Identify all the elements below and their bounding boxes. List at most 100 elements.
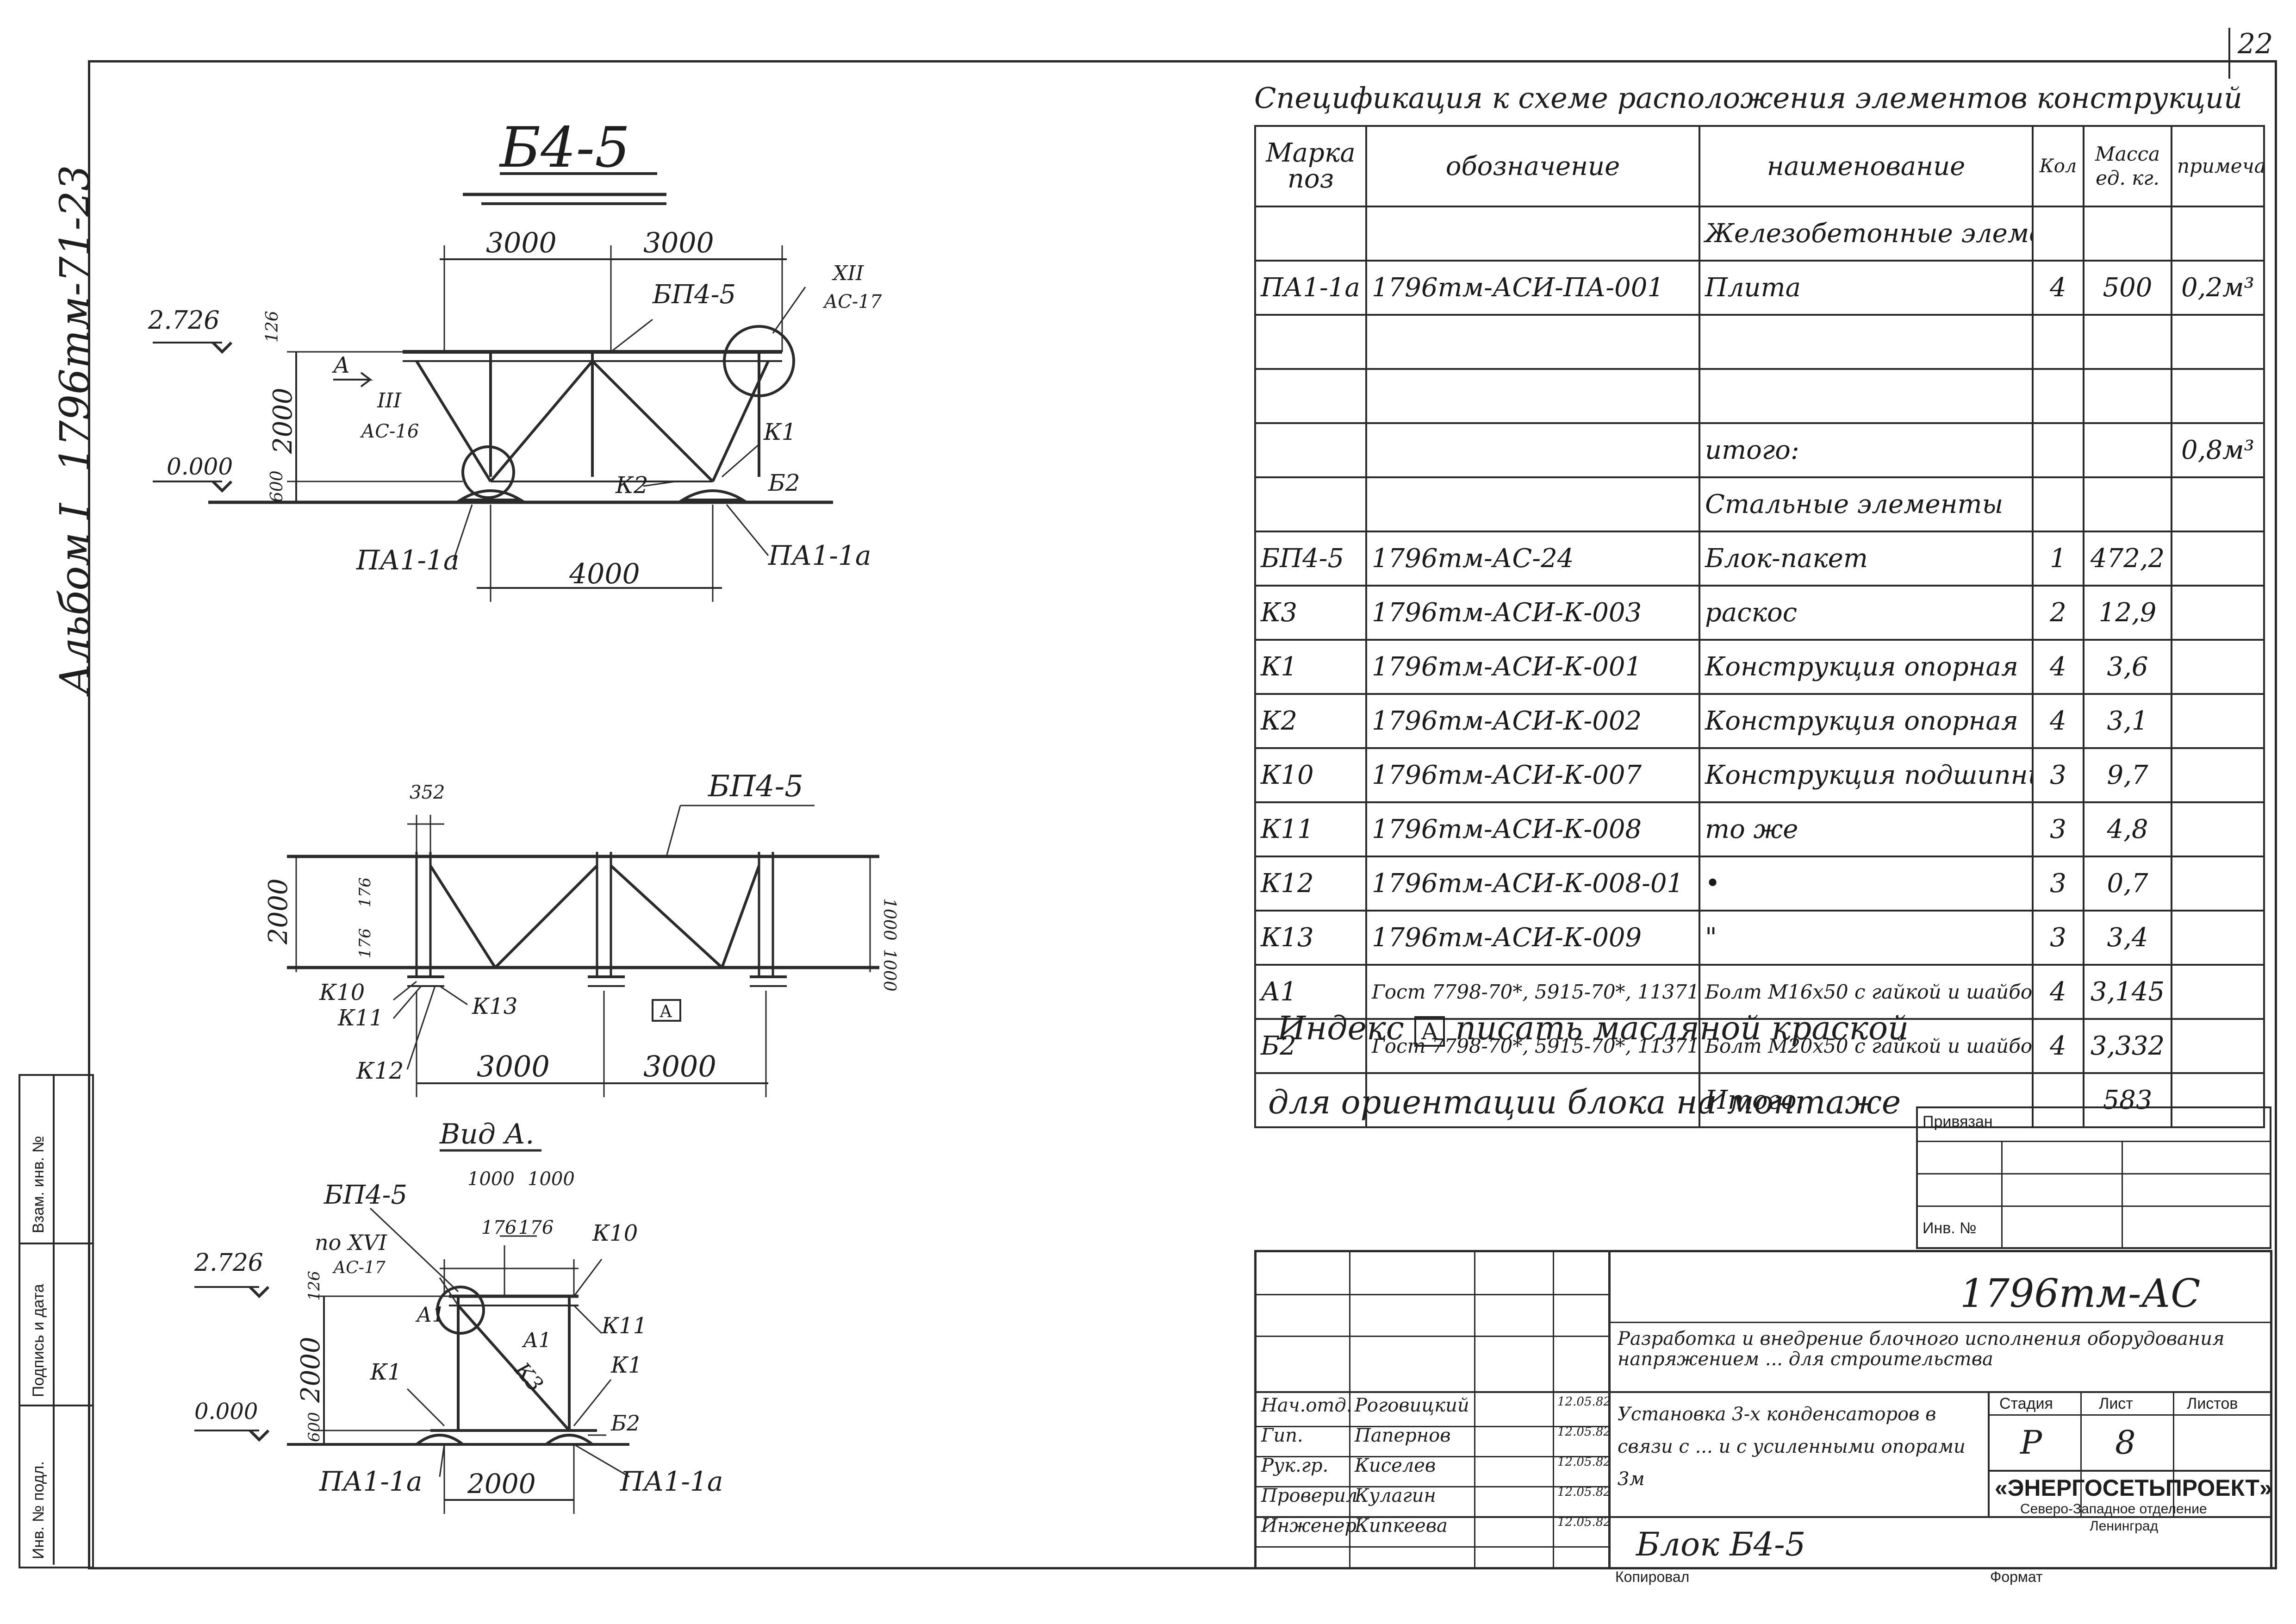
spec-cell-name: Блок-пакет: [1699, 531, 2034, 587]
tb-h-row-3: [1257, 1391, 2270, 1393]
elev-top: 2.726: [148, 306, 220, 335]
doc-code: 1796тм-АС: [1960, 1271, 2201, 1316]
spec-cell-qty: [2032, 476, 2084, 532]
spec-cell-qty: [2032, 368, 2084, 424]
spec-cell-note: [2171, 1018, 2265, 1074]
footer-copied: Копировал: [1615, 1568, 1690, 1585]
dim-3000-b-plan: 3000: [643, 1049, 716, 1083]
spec-header-name: наименование: [1699, 125, 2034, 207]
sheet-desc: Установка 3-х конденсаторов в связи с ..…: [1618, 1404, 1966, 1490]
spec-cell-qty: 3: [2032, 801, 2084, 857]
pa-left-main: ПА1-1а: [356, 544, 459, 576]
spec-cell-mark: К11: [1254, 801, 1367, 857]
tb-h-row-5: [1257, 1456, 1608, 1457]
spec-header-row: Марка поз обозначение наименование Кол М…: [1254, 125, 2265, 207]
stage-label: Стадия: [1999, 1395, 2053, 1412]
spec-cell-note: [2171, 531, 2265, 587]
spec-header-note: примечание: [2171, 125, 2265, 207]
dim-600: 600: [268, 470, 286, 502]
spec-cell-designation: [1365, 314, 1700, 370]
spec-cell-designation: Гост 7798-70*, 5915-70*, 11371-68*: [1365, 964, 1700, 1020]
spec-cell-name: Болт М16х50 с гайкой и шайбой: [1699, 964, 2034, 1020]
spec-cell-note: [2171, 368, 2265, 424]
view-a-title: Вид А.: [439, 1118, 534, 1150]
spec-cell-designation: 1796тм-АСИ-К-009: [1365, 910, 1700, 966]
sig-date: 12.05.82: [1557, 1515, 1611, 1529]
spec-cell-note: [2171, 801, 2265, 857]
spec-cell-mark: К3: [1254, 585, 1367, 641]
tb-v-2: [1474, 1252, 1475, 1567]
spec-row: итого:0,8м³: [1254, 422, 2265, 478]
side-stamp: Взам. инв. № Подпись и дата Инв. № подл.: [19, 1074, 94, 1568]
spec-cell-designation: [1365, 1072, 1700, 1128]
callout-iii: III: [377, 389, 402, 412]
spec-cell-mass: [2083, 422, 2172, 478]
spec-cell-name: Конструкция подшипни: [1699, 747, 2034, 803]
spec-cell-mass: 4,8: [2083, 801, 2172, 857]
footer-format: Формат: [1990, 1568, 2043, 1585]
k13-plan: К13: [472, 993, 517, 1019]
binding-inv: Инв. №: [1923, 1219, 1977, 1237]
dim-3000-b: 3000: [643, 227, 714, 259]
spec-cell-mark: К12: [1254, 856, 1367, 912]
spec-cell-qty: [2032, 314, 2084, 370]
spec-header-designation: обозначение: [1365, 125, 1700, 207]
spec-cell-note: [2171, 693, 2265, 749]
spec-cell-name: •: [1699, 856, 2034, 912]
spec-cell-qty: 3: [2032, 910, 2084, 966]
dim-176a-plan: 176: [356, 877, 374, 907]
sig-role: Нач.отд.: [1261, 1395, 1352, 1416]
dim-1000a-plan: 1000: [880, 898, 899, 941]
spec-cell-name: Конструкция опорная: [1699, 639, 2034, 695]
callout-xii: XII: [832, 262, 865, 285]
sig-date: 12.05.82: [1557, 1395, 1611, 1409]
spec-cell-name: Железобетонные элементы: [1699, 206, 2034, 262]
k2-main: К2: [615, 472, 648, 499]
sig-date: 12.05.82: [1557, 1485, 1611, 1499]
k1-main: К1: [763, 418, 796, 445]
pa-right-main: ПА1-1а: [768, 540, 871, 571]
spec-cell-note: [2171, 476, 2265, 532]
block-name: Блок Б4-5: [1636, 1525, 1806, 1563]
spec-cell-note: [2171, 314, 2265, 370]
project-desc: Разработка и внедрение блочного исполнен…: [1618, 1328, 2225, 1370]
spec-cell-mark: К2: [1254, 693, 1367, 749]
binding-line-v2: [2122, 1141, 2123, 1247]
sig-name: Киселев: [1355, 1455, 1436, 1476]
spec-cell-mass: 3,332: [2083, 1018, 2172, 1074]
spec-cell-note: [2171, 856, 2265, 912]
org-sub-1: Северо-Западное отделение: [2020, 1501, 2207, 1517]
spec-cell-mass: 3,1: [2083, 693, 2172, 749]
tb-v-3: [1553, 1252, 1554, 1567]
arrow-a: А: [332, 352, 350, 378]
spec-cell-mark: ПА1-1а: [1254, 260, 1367, 316]
spec-cell-mass: 583: [2083, 1072, 2172, 1128]
spec-cell-qty: 3: [2032, 747, 2084, 803]
spec-cell-designation: 1796тм-АСИ-К-007: [1365, 747, 1700, 803]
k1-left-view: К1: [370, 1359, 402, 1385]
spec-cell-name: ": [1699, 910, 2034, 966]
binding-title: Привязан: [1923, 1113, 1993, 1131]
spec-cell-mass: 12,9: [2083, 585, 2172, 641]
spec-cell-name: итого:: [1699, 422, 2034, 478]
spec-cell-qty: [2032, 1072, 2084, 1128]
spec-cell-name: Конструкция опорная: [1699, 693, 2034, 749]
spec-cell-note: [2171, 910, 2265, 966]
spec-cell-qty: 4: [2032, 260, 2084, 316]
tb-v-stage: [1988, 1391, 1990, 1516]
k12-plan: К12: [356, 1057, 404, 1084]
dim-1000a-view: 1000: [467, 1168, 515, 1190]
corner-tick: [2228, 28, 2230, 79]
callout-xii-sub: АС-17: [822, 291, 882, 312]
spec-cell-mark: А1: [1254, 964, 1367, 1020]
sig-role: Проверил: [1261, 1485, 1358, 1506]
dim-3000-a: 3000: [486, 227, 557, 259]
note-line1-post: писать масляной краской: [1455, 1009, 1909, 1047]
tb-h-row-8: [1257, 1546, 1608, 1548]
